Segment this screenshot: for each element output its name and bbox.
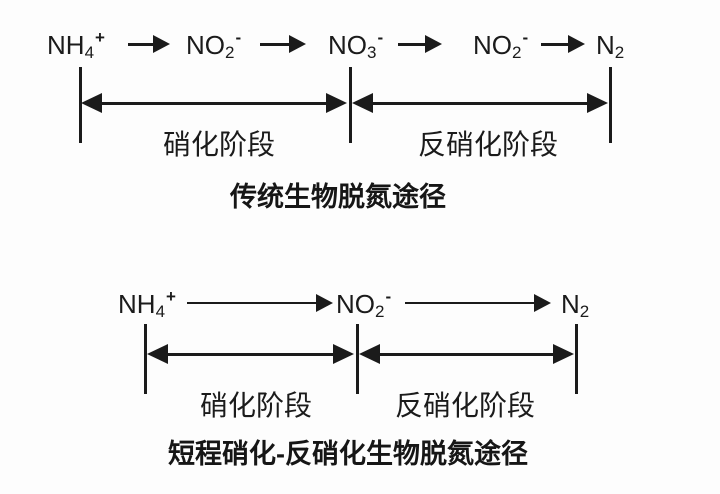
- arrow-shaft: [102, 101, 326, 105]
- arrow-head-icon: [333, 344, 354, 364]
- species-subscript: 3: [367, 43, 377, 62]
- stage-label-denitrification: 反硝化阶段: [417, 129, 559, 160]
- species-subscript: 4: [155, 302, 166, 321]
- boundary-tick-icon: [79, 67, 82, 143]
- species-no2: NO2-: [336, 288, 391, 320]
- range-arrow-icon: [81, 93, 347, 113]
- stage-label-nitrification: 硝化阶段: [162, 129, 276, 160]
- species-nh4: NH4+: [118, 288, 176, 320]
- arrow-head-icon: [153, 35, 170, 53]
- boundary-tick-icon: [356, 324, 359, 394]
- species-no2: NO2-: [186, 29, 241, 61]
- range-arrow-icon: [352, 93, 608, 113]
- species-subscript: 2: [512, 43, 522, 62]
- species-n2: N2: [596, 29, 625, 61]
- species-n2: N2: [561, 288, 590, 320]
- boundary-tick-icon: [575, 324, 578, 394]
- arrow-head-icon: [425, 35, 442, 53]
- arrow-head-icon: [352, 93, 373, 113]
- species-main: NO: [473, 30, 512, 60]
- arrow-head-icon: [289, 35, 306, 53]
- arrow-shaft: [380, 352, 553, 356]
- reaction-arrow-icon: [405, 294, 551, 312]
- reaction-arrow-icon: [128, 35, 170, 53]
- reaction-arrow-icon: [398, 35, 442, 53]
- arrow-shaft: [128, 42, 153, 46]
- boundary-tick-icon: [144, 324, 147, 394]
- arrow-head-icon: [587, 93, 608, 113]
- species-subscript: 2: [614, 43, 625, 62]
- species-main: N: [561, 289, 580, 319]
- species-subscript: 2: [375, 302, 385, 321]
- arrow-head-icon: [81, 93, 102, 113]
- arrow-head-icon: [568, 35, 585, 53]
- range-arrow-icon: [359, 344, 574, 364]
- arrow-shaft: [187, 302, 316, 304]
- species-subscript: 2: [579, 302, 590, 321]
- species-superscript: -: [377, 28, 384, 47]
- range-arrow-icon: [147, 344, 354, 364]
- reaction-arrow-icon: [541, 35, 585, 53]
- species-main: N: [596, 30, 615, 60]
- arrow-shaft: [373, 101, 587, 105]
- arrow-head-icon: [147, 344, 168, 364]
- arrow-shaft: [541, 42, 568, 46]
- arrow-shaft: [168, 352, 333, 356]
- reaction-arrow-icon: [260, 35, 306, 53]
- species-superscript: +: [95, 28, 105, 47]
- diagram-title-traditional: 传统生物脱氮途径: [230, 182, 446, 212]
- diagram-title-shortcut: 短程硝化-反硝化生物脱氮途径: [168, 439, 528, 469]
- boundary-tick-icon: [349, 67, 352, 143]
- arrow-head-icon: [534, 294, 551, 312]
- stage-label-nitrification: 硝化阶段: [199, 390, 313, 421]
- species-main: NO: [328, 30, 367, 60]
- species-no3: NO3-: [328, 29, 383, 61]
- species-main: NH: [47, 30, 85, 60]
- species-superscript: -: [385, 287, 392, 306]
- arrow-head-icon: [316, 294, 333, 312]
- arrow-head-icon: [553, 344, 574, 364]
- boundary-tick-icon: [609, 67, 612, 143]
- species-main: NH: [118, 289, 156, 319]
- arrow-shaft: [405, 302, 534, 304]
- arrow-shaft: [398, 42, 425, 46]
- species-main: NO: [336, 289, 375, 319]
- arrow-head-icon: [326, 93, 347, 113]
- species-superscript: +: [166, 287, 176, 306]
- stage-label-denitrification: 反硝化阶段: [394, 390, 536, 421]
- species-superscript: -: [235, 28, 242, 47]
- arrow-head-icon: [359, 344, 380, 364]
- reaction-arrow-icon: [187, 294, 333, 312]
- species-superscript: -: [522, 28, 529, 47]
- species-subscript: 2: [225, 43, 235, 62]
- species-no2: NO2-: [473, 29, 528, 61]
- species-nh4: NH4+: [47, 29, 105, 61]
- species-main: NO: [186, 30, 225, 60]
- species-subscript: 4: [84, 43, 95, 62]
- arrow-shaft: [260, 42, 289, 46]
